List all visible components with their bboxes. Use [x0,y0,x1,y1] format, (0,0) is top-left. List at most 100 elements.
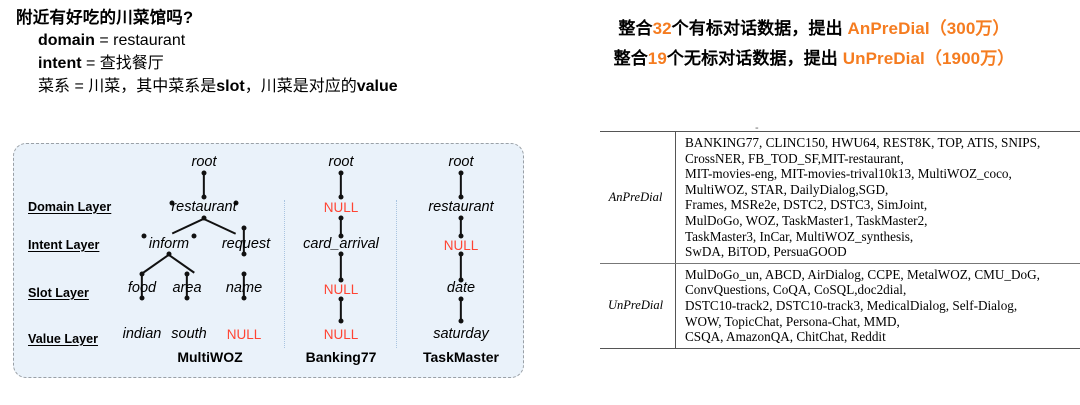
headline1-middle: 个有标对话数据，提出 [671,19,848,38]
dot-b-null2-out [338,296,344,302]
node-b-root: root [328,154,354,170]
headline2-middle: 个无标对话数据，提出 [666,49,843,68]
dot-t-null-in [458,233,464,239]
node-t-restaurant: restaurant [428,199,494,215]
dot-b-null2-in [338,277,344,283]
layer-label-slot: Slot Layer [28,286,89,300]
headline-line-2: 整合19个无标对话数据，提出 UnPreDial（1900万） [548,44,1080,74]
dot-t-restaurant-in [458,194,464,200]
node-inform: inform [148,236,190,252]
headline2-prefix: 整合 [613,49,648,68]
table-row-label-unpredial: UnPreDial [607,298,664,313]
table-header-mark: - [755,122,759,134]
dataset-table: - AnPreDial BANKING77, CLINC150, HWU64, … [600,122,1080,349]
node-name: name [225,280,263,296]
node-t-saturday: saturday [433,326,489,342]
node-b-card-arrival: card_arrival [303,236,379,252]
dot-indian-in [139,295,145,301]
dot-b-card-out [338,251,344,257]
dot-south-in [184,295,190,301]
node-restaurant: restaurant [171,199,237,215]
dot-b-card-in [338,233,344,239]
table-rule-middle [600,262,1080,264]
dot-b-root [338,170,344,176]
node-b-null-slot: NULL [323,282,359,297]
dot-null-in [241,295,247,301]
dot-b-null1-out [338,215,344,221]
dot-t-root [458,170,464,176]
slot-keyword: slot [216,78,245,95]
dot-b-null1-in [338,194,344,200]
dot-t-date-out [458,296,464,302]
dot-inform-in [169,200,175,206]
dot-b-null3-in [338,318,344,324]
dot-request-in [233,200,239,206]
intent-value: 查找餐厅 [99,55,164,72]
tree-banking77: root NULL card_arrival NULL NULL Banking… [285,144,397,377]
node-b-null-domain: NULL [323,200,359,215]
dot-area-out [184,271,190,277]
node-food: food [127,280,157,296]
value-keyword: value [356,78,398,95]
dot-t-restaurant-out [458,215,464,221]
tree-multiwoz: root restaurant inform request food area… [14,144,285,377]
domain-value: restaurant [113,32,186,49]
node-t-root: root [448,154,474,170]
dot-inform-out [166,251,172,257]
slot-value-prefix: 菜系 = 川菜，其中菜系是 [38,78,217,95]
table-cell-anpredial-datasets: BANKING77, CLINC150, HWU64, REST8K, TOP,… [675,132,1080,263]
edge-restaurant-inform [171,218,205,235]
node-request: request [221,236,271,252]
domain-sep: = [94,32,114,49]
annotation-example-block: 附近有好吃的川菜馆吗? domain = restaurant intent =… [16,8,536,98]
example-domain-line: domain = restaurant [38,29,536,52]
table-row: AnPreDial BANKING77, CLINC150, HWU64, RE… [600,132,1080,263]
dot-food-in [141,233,147,239]
table-cell-unpredial-datasets: MulDoGo_un, ABCD, AirDialog, CCPE, Metal… [675,263,1080,348]
dot-request-out [241,225,247,231]
headline1-prefix: 整合 [618,19,653,38]
headline2-count: 19 [647,49,667,68]
right-panel: 整合32个有标对话数据，提出 AnPreDial（300万） 整合19个无标对话… [548,0,1080,405]
ontology-tree-panel: Domain Layer Intent Layer Slot Layer Val… [13,143,524,378]
node-null-multiwoz-value: NULL [226,327,262,342]
node-t-null-intent: NULL [443,238,479,253]
headline2-dataset-name: UnPreDial（1900万） [842,49,1015,68]
tree-divider-1 [284,200,285,348]
dot-root [201,170,207,176]
dot-t-null-out [458,251,464,257]
dot-name-out [241,271,247,277]
edge-inform-food [143,254,170,274]
example-intent-line: intent = 查找餐厅 [38,52,536,75]
dot-food-out [139,271,145,277]
edge-inform-area [168,254,195,274]
node-b-null-value: NULL [323,327,359,342]
node-root: root [191,154,217,170]
headline-line-1: 整合32个有标对话数据，提出 AnPreDial（300万） [548,14,1080,44]
node-south: south [171,326,207,342]
example-slot-value-line: 菜系 = 川菜，其中菜系是slot，川菜是对应的value [38,75,536,98]
slot-value-middle: ，川菜是对应的 [244,78,357,95]
dot-restaurant-out [201,215,207,221]
headline1-dataset-name: AnPreDial（300万） [847,19,1010,38]
dot-t-date-in [458,277,464,283]
node-area: area [172,280,202,296]
tree-divider-2 [396,200,397,348]
edge-restaurant-request [203,218,237,235]
intent-sep: = [81,55,100,72]
layer-label-domain: Domain Layer [28,200,112,214]
tree-taskmaster: root restaurant NULL date saturday TaskM… [397,144,525,377]
dot-t-saturday-in [458,318,464,324]
node-indian: indian [122,326,162,342]
dot-restaurant-in [201,194,207,200]
intent-key: intent [38,55,82,72]
tree-caption-banking77: Banking77 [305,349,377,365]
table-row: UnPreDial MulDoGo_un, ABCD, AirDialog, C… [600,263,1080,348]
dot-name-in [241,251,247,257]
dot-area-in [191,233,197,239]
example-question: 附近有好吃的川菜馆吗? [16,9,194,27]
layer-label-value: Value Layer [28,332,99,346]
table-rule-bottom [600,347,1080,349]
headline-block: 整合32个有标对话数据，提出 AnPreDial（300万） 整合19个无标对话… [548,14,1080,74]
